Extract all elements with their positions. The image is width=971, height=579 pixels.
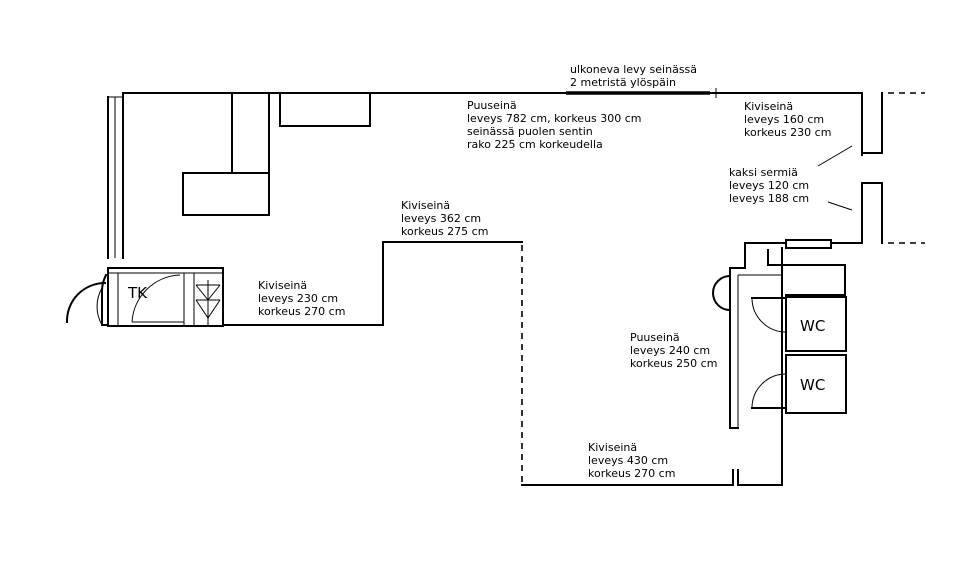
tk-room [107, 267, 224, 327]
note-wall-wood: Puuseinä leveys 240 cm korkeus 250 cm [630, 331, 717, 370]
room-tk-label: TK [127, 284, 148, 302]
note-wall-mid: Kiviseinä leveys 362 cm korkeus 275 cm [401, 199, 488, 238]
entrance-door-leaf [101, 273, 108, 326]
wc2-door-swing [751, 373, 787, 409]
entrance-door-swing [96, 287, 103, 326]
tk-brace-2 [207, 284, 221, 301]
walls [101, 88, 925, 486]
wall-middle [382, 241, 523, 326]
counter-l-shape [182, 92, 270, 216]
wc-room-1 [785, 296, 847, 352]
wc-block: WC WC [712, 239, 847, 429]
tk-brace-4 [207, 299, 221, 319]
partition-pointer-2 [827, 201, 853, 211]
note-wall-right-top: Kiviseinä leveys 160 cm korkeus 230 cm [744, 100, 831, 139]
room-wc1-label: WC [800, 317, 825, 335]
tk-brace-1 [195, 284, 209, 301]
wall-right-notch-upper [861, 92, 883, 154]
wall-right-notch-lower [861, 182, 883, 244]
annotations: ulkoneva levy seinässä 2 metristä ylöspä… [258, 63, 831, 480]
tk-door-arc [131, 274, 181, 323]
partition-pointer-1 [817, 145, 853, 167]
wc-room-2 [785, 354, 847, 414]
entrance-area: TK [65, 267, 224, 327]
wc-outer-wall [729, 242, 746, 429]
counter-top [279, 92, 371, 127]
wc-upper-box [767, 249, 846, 296]
note-wall-bottom: Kiviseinä leveys 430 cm korkeus 270 cm [588, 441, 675, 480]
sink-icon [712, 274, 732, 312]
tk-brace-3 [195, 299, 209, 319]
wc-vent [785, 239, 832, 249]
note-wall-top: Puuseinä leveys 782 cm, korkeus 300 cm s… [467, 99, 645, 151]
entrance-door-arc [65, 281, 107, 324]
wc1-door-swing [751, 297, 787, 333]
note-partitions: kaksi sermiä leveys 120 cm leveys 188 cm [729, 166, 813, 205]
room-wc2-label: WC [800, 376, 825, 394]
fixtures [182, 92, 371, 216]
note-wall-left: Kiviseinä leveys 230 cm korkeus 270 cm [258, 279, 345, 318]
note-protruding-panel: ulkoneva levy seinässä 2 metristä ylöspä… [570, 63, 701, 89]
